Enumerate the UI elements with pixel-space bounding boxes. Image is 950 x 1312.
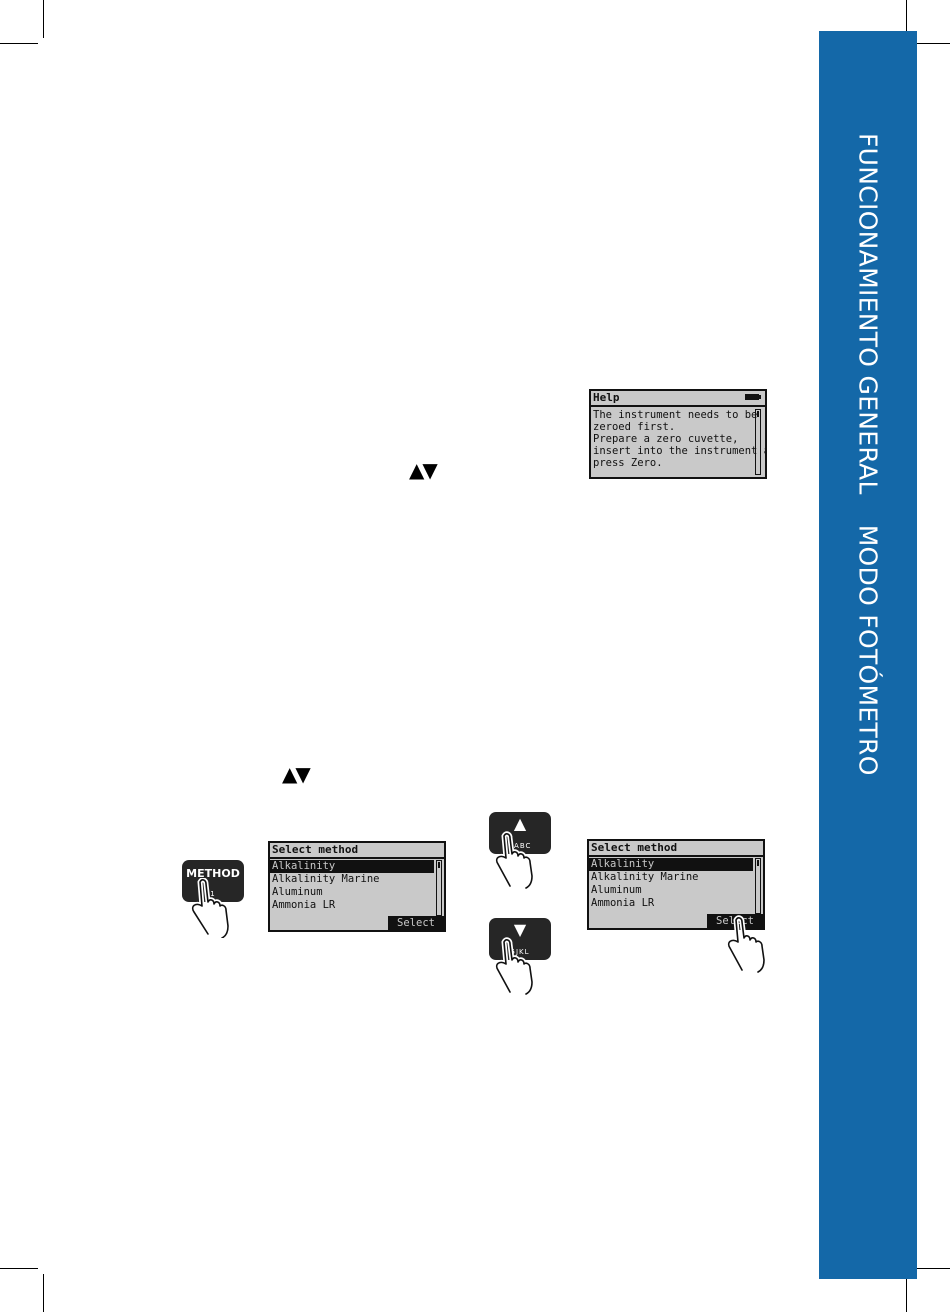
method-list-item[interactable]: Alkalinity Marine: [591, 871, 699, 883]
crop-mark: [0, 1268, 38, 1269]
down-key-button[interactable]: ▼ 5JKL: [489, 918, 551, 960]
side-title-part2: MODO FOTÓMETRO: [853, 524, 883, 776]
pointing-hand-icon: [494, 937, 535, 996]
crop-mark: [43, 0, 44, 38]
crop-mark: [906, 1274, 907, 1312]
help-screen-title-bar: Help: [591, 391, 765, 407]
side-tab-title: FUNCIONAMIENTO GENERAL MODO FOTÓMETRO: [854, 133, 883, 776]
scrollbar: [436, 860, 442, 916]
method-list-item[interactable]: Alkalinity: [270, 860, 434, 873]
method-key-button[interactable]: METHOD 1: [182, 860, 244, 902]
help-screen-title: Help: [593, 391, 620, 404]
crop-mark: [0, 43, 38, 44]
scrollbar: [755, 409, 761, 475]
select-screen-title-bar: Select method: [589, 841, 763, 857]
method-list-item[interactable]: Aluminum: [272, 886, 323, 898]
pointing-hand-icon: [190, 878, 231, 938]
help-line: insert into the instrument and: [593, 445, 767, 457]
select-method-screen: Select method Alkalinity Alkalinity Mari…: [268, 841, 446, 932]
method-list-item[interactable]: Aluminum: [591, 884, 642, 896]
method-key-sub: 1: [210, 890, 216, 898]
up-arrow-icon: ▲: [513, 814, 527, 833]
crop-mark: [912, 1268, 950, 1269]
side-title-part1: FUNCIONAMIENTO GENERAL: [853, 133, 883, 495]
help-line: zeroed first.: [593, 421, 676, 433]
method-list-item[interactable]: Ammonia LR: [272, 899, 336, 911]
crop-mark: [43, 1274, 44, 1312]
method-list-item[interactable]: Alkalinity: [589, 858, 753, 871]
select-softkey-button[interactable]: Select: [388, 916, 444, 930]
method-list-item[interactable]: Alkalinity Marine: [272, 873, 380, 885]
up-down-arrows-icon: ▲▼: [409, 458, 438, 482]
help-line: Prepare a zero cuvette,: [593, 433, 739, 445]
scrollbar: [755, 858, 761, 914]
pointing-hand-icon: [494, 831, 535, 890]
down-arrow-icon: ▼: [513, 920, 527, 939]
method-list-item[interactable]: Ammonia LR: [591, 897, 655, 909]
crop-mark: [912, 43, 950, 44]
help-line: press Zero.: [593, 457, 663, 469]
select-screen-title: Select method: [591, 841, 678, 854]
method-key-label: METHOD: [186, 867, 240, 880]
up-down-arrows-icon: ▲▼: [282, 762, 311, 786]
up-key-button[interactable]: ▲ 2ABC: [489, 812, 551, 854]
side-tab-band: [819, 31, 917, 1279]
help-screen: Help The instrument needs to be zeroed f…: [589, 389, 767, 479]
select-screen-title: Select method: [272, 843, 359, 856]
up-key-sub: 2ABC: [508, 842, 532, 850]
pointing-hand-icon: [726, 915, 767, 974]
down-key-sub: 5JKL: [510, 948, 530, 956]
battery-icon: [745, 394, 761, 400]
select-screen-title-bar: Select method: [270, 843, 444, 859]
crop-mark: [906, 0, 907, 38]
help-line: The instrument needs to be: [593, 409, 758, 421]
